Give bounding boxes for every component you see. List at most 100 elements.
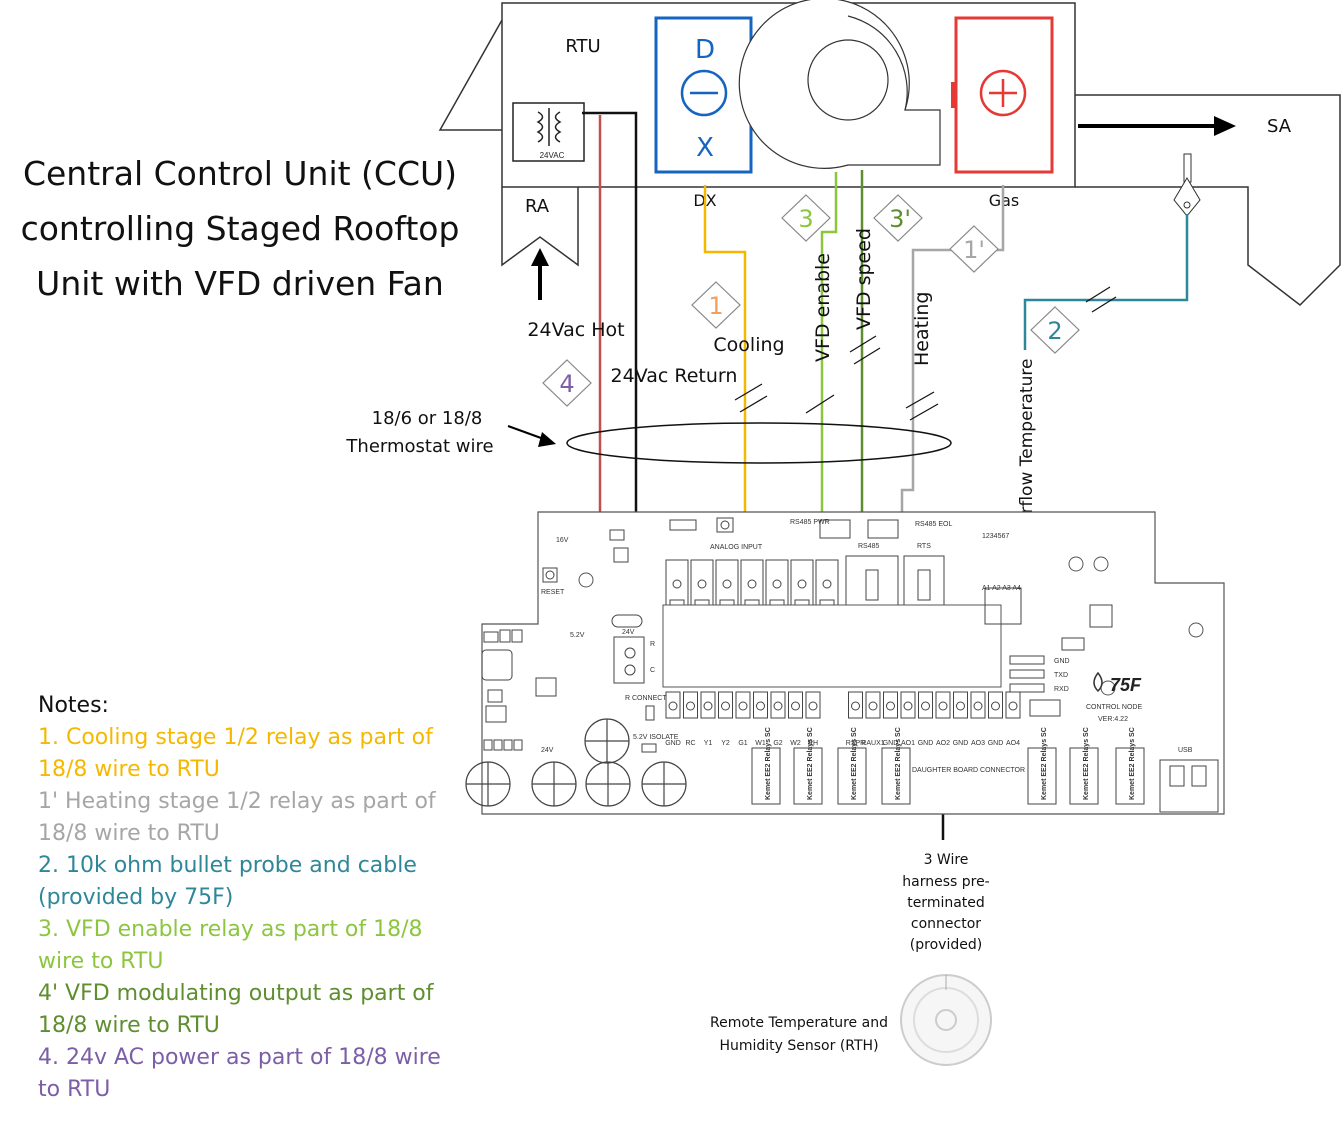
svg-text:5.2V: 5.2V: [570, 632, 585, 639]
transformer-label: 24VAC: [540, 151, 565, 160]
terminal-label: RC: [685, 740, 695, 747]
svg-text:TXD: TXD: [1054, 672, 1068, 679]
note-4-prime: 4' VFD modulating output as part of 18/8…: [38, 981, 434, 1038]
terminal-gnd-15[interactable]: GND: [953, 691, 969, 747]
svg-text:1234567: 1234567: [982, 533, 1009, 540]
terminal-g2-6[interactable]: G2: [770, 691, 786, 747]
label-24vac-return: 24Vac Return: [611, 365, 738, 387]
terminal-label: GND: [953, 740, 969, 747]
terminal-gnd-17[interactable]: GND: [988, 691, 1004, 747]
svg-text:CONTROL NODE: CONTROL NODE: [1086, 704, 1142, 711]
label-vfd-enable: VFD enable: [812, 253, 834, 362]
terminal-ao1-12[interactable]: AO1: [900, 691, 916, 747]
terminal-ao2-14[interactable]: AO2: [935, 691, 951, 747]
rs485-label: RS485: [858, 543, 880, 550]
terminal-y2-3[interactable]: Y2: [718, 691, 733, 747]
relays: Kemet EE2 Relays SC Kemet EE2 Relays SC Ke…: [751, 727, 1145, 805]
note-1: 1. Cooling stage 1/2 relay as part of 18…: [38, 725, 433, 782]
marker-3: 3: [781, 194, 831, 242]
ra-label: RA: [525, 196, 550, 217]
terminal-raux1-10[interactable]: RAUX1: [861, 691, 885, 747]
harness-label: 3 Wire harness pre- terminated connector…: [902, 852, 990, 953]
terminal-label: AO1: [901, 740, 915, 747]
dx-letter-top: D: [695, 35, 715, 65]
notes-heading: Notes:: [38, 693, 109, 718]
75f-logo: 75F CONTROL NODE VER:4.22: [1086, 671, 1142, 723]
bullet-probe: [1173, 153, 1201, 217]
relay-label: Kemet EE2 Relays SC: [1083, 727, 1090, 800]
marker-1-prime: 1': [949, 225, 999, 273]
gas-heater: [951, 16, 1054, 174]
terminal-g1-4[interactable]: G1: [735, 691, 751, 747]
usb-port: [1159, 759, 1219, 813]
terminal-label: RH: [808, 740, 818, 747]
svg-text:2: 2: [1047, 317, 1062, 345]
svg-text:RS485 EOL: RS485 EOL: [915, 521, 952, 528]
terminal-label: GND: [665, 740, 681, 747]
rth-sensor[interactable]: [900, 974, 992, 1066]
marker-3-prime: 3': [873, 194, 923, 242]
terminal-gnd-0[interactable]: GND: [665, 691, 681, 747]
svg-text:RXD: RXD: [1054, 686, 1069, 693]
terminal-rspr-9[interactable]: RSPR: [846, 691, 865, 747]
label-24vac-hot: 24Vac Hot: [527, 319, 624, 341]
terminal-label: Y1: [704, 740, 713, 747]
terminal-w2-7[interactable]: W2: [788, 691, 803, 747]
terminal-gnd-13[interactable]: GND: [918, 691, 934, 747]
svg-text:3: 3: [798, 205, 813, 233]
terminal-gnd-11[interactable]: GND: [883, 691, 899, 747]
board-reset-label: RESET: [541, 589, 565, 596]
transformer: 24VAC: [512, 102, 585, 162]
brand-75f: 75F: [1110, 675, 1142, 695]
sa-label: SA: [1267, 116, 1292, 137]
terminal-w1-5[interactable]: W1: [753, 691, 768, 747]
relay-1: Kemet EE2 Relays SC: [751, 727, 781, 805]
svg-text:1': 1': [963, 236, 985, 264]
relay-label: Kemet EE2 Relays SC: [765, 727, 772, 800]
terminal-rc-1[interactable]: RC: [683, 691, 698, 747]
relay-label: Kemet EE2 Relays SC: [851, 727, 858, 800]
terminal-label: GND: [883, 740, 899, 747]
svg-text:4: 4: [559, 370, 574, 398]
svg-text:VER:4.22: VER:4.22: [1098, 716, 1128, 723]
marker-1: 1: [691, 281, 741, 329]
terminal-label: W2: [790, 740, 801, 747]
svg-text:connector: connector: [911, 916, 981, 932]
relay-label: Kemet EE2 Relays SC: [895, 727, 902, 800]
dx-letter-bottom: X: [696, 133, 714, 163]
terminal-label: G1: [738, 740, 747, 747]
capacitors: [465, 718, 687, 807]
relay-label: Kemet EE2 Relays SC: [1041, 727, 1048, 800]
svg-text:C: C: [650, 667, 655, 674]
terminal-label: G2: [773, 740, 782, 747]
svg-text:harness pre-: harness pre-: [902, 874, 990, 890]
title-line-2: controlling Staged Rooftop: [20, 209, 460, 248]
svg-text:(provided): (provided): [910, 937, 982, 953]
svg-text:R CONNECT: R CONNECT: [625, 695, 667, 702]
rts-label: RTS: [917, 543, 931, 550]
terminal-y1-2[interactable]: Y1: [700, 691, 716, 747]
terminal-label: RSPR: [846, 740, 865, 747]
terminal-rh-8[interactable]: RH: [805, 691, 821, 747]
rth-label: Remote Temperature and Humidity Sensor (…: [710, 1015, 888, 1054]
svg-text:A1 A2 A3 A4: A1 A2 A3 A4: [982, 585, 1021, 592]
relay-3: Kemet EE2 Relays SC: [837, 727, 867, 805]
label-vfd-speed: VFD speed: [853, 228, 875, 330]
terminal-label: Y2: [721, 740, 730, 747]
diagram-title: Central Control Unit (CCU) controlling S…: [0, 146, 480, 311]
terminal-label: GND: [918, 740, 934, 747]
terminal-label: RAUX1: [861, 740, 884, 747]
fan: [738, 0, 941, 169]
label-heating: Heating: [911, 292, 933, 366]
svg-text:5.2V ISOLATE: 5.2V ISOLATE: [633, 734, 679, 741]
thermostat-wire-line1: 18/6 or 18/8: [372, 408, 483, 429]
terminal-label: AO3: [971, 740, 985, 747]
terminal-ao3-16[interactable]: AO3: [970, 691, 986, 747]
slash-marks: [734, 286, 1117, 421]
title-line-3: Unit with VFD driven Fan: [36, 264, 444, 303]
terminal-label: AO2: [936, 740, 950, 747]
terminal-label: AO4: [1006, 740, 1020, 747]
svg-text:R: R: [650, 641, 655, 648]
svg-text:1: 1: [708, 292, 723, 320]
svg-text:3': 3': [889, 205, 911, 233]
